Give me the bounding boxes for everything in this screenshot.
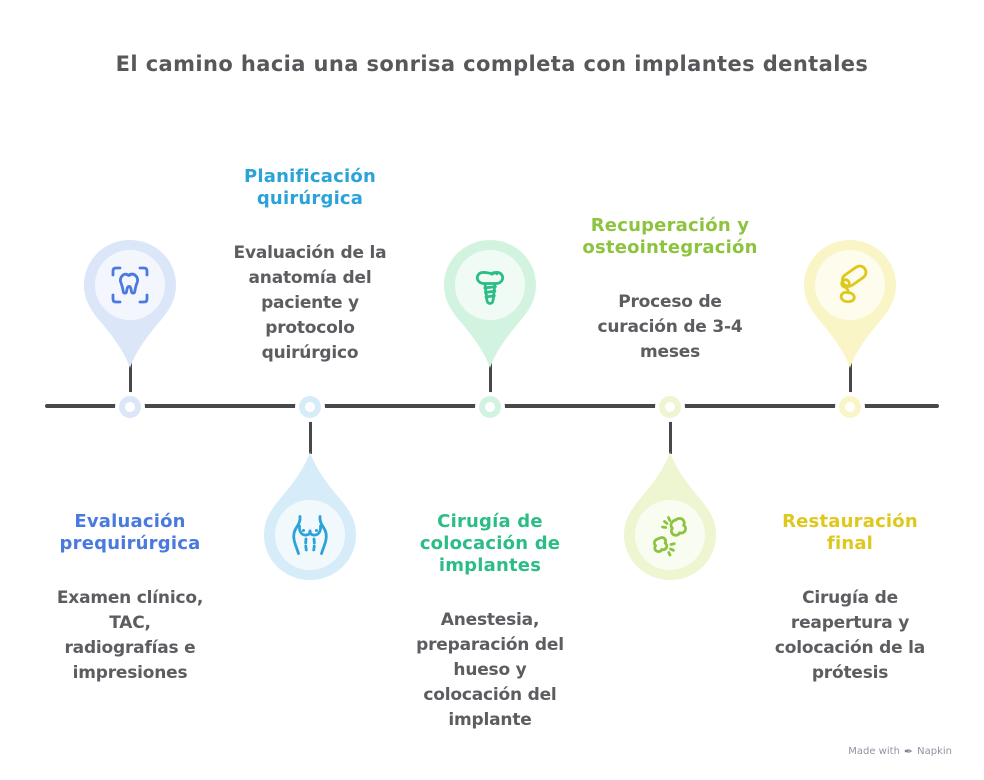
timeline-axis [45,404,939,408]
milestone-textblock: Planificación quirúrgica Evaluación de l… [200,147,420,385]
osteointegration-icon [652,516,687,557]
milestone-title: Cirugía de colocación de implantes [419,511,561,576]
map-pin-marker [804,240,896,368]
milestone-textblock: Restauración final Cirugía de reapertura… [740,492,960,705]
map-pin-marker [264,452,356,580]
milestone-title: Planificación quirúrgica [244,166,376,209]
watermark-prefix: Made with [848,746,900,757]
connector-stem [128,360,132,402]
dental-implant-icon [475,271,505,305]
milestone-textblock: Evaluación prequirúrgica Examen clínico,… [20,492,240,705]
milestone-description: Proceso de curación de 3-4 meses [597,292,743,362]
milestone-title: Restauración final [782,511,918,554]
napkin-watermark: Made with ✒ Napkin [848,745,952,758]
milestone-textblock: Cirugía de colocación de implantes Anest… [380,492,600,752]
milestone-description: Anestesia, preparación del hueso y coloc… [416,610,564,730]
milestone-title: Recuperación y osteointegración [582,215,758,258]
pen-icon: ✒ [903,745,914,758]
connector-stem [488,360,492,402]
milestone-textblock: Recuperación y osteointegración Proceso … [560,196,780,384]
milestone-description: Evaluación de la anatomía del paciente y… [233,243,387,363]
map-pin-marker [444,240,536,368]
watermark-brand: Napkin [917,746,952,757]
map-pin-marker [624,452,716,580]
connector-stem [308,410,312,454]
milestone-description: Cirugía de reapertura y colocación de la… [774,588,926,683]
connector-stem [668,410,672,454]
map-pin-marker [84,240,176,368]
page-title: El camino hacia una sonrisa completa con… [115,52,869,76]
prosthesis-icon [839,264,868,304]
milestone-title: Evaluación prequirúrgica [59,511,201,554]
connector-stem [848,360,852,402]
milestone-description: Examen clínico, TAC, radiografías e impr… [56,588,204,683]
patient-anatomy-icon [292,515,328,555]
tooth-scan-icon [111,266,149,304]
